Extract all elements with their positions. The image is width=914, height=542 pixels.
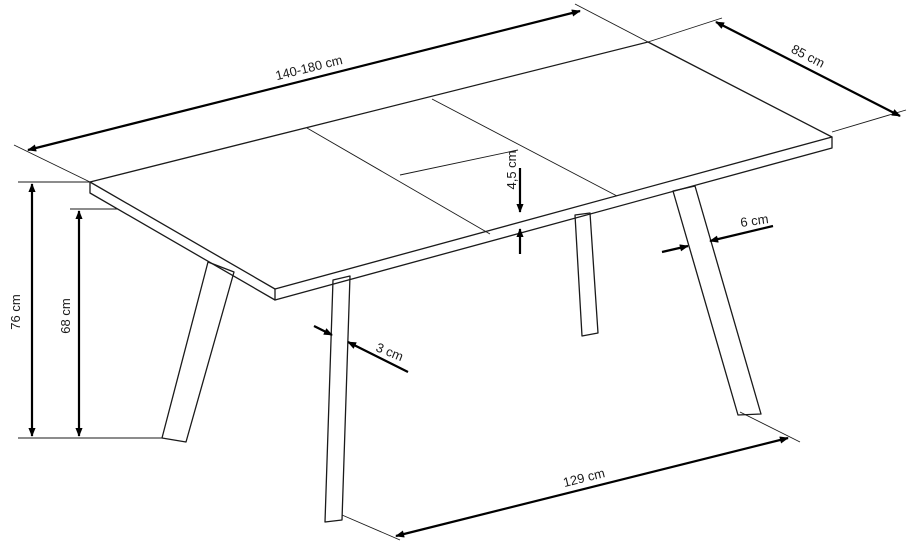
- thickness-dimension: 4,5 cm: [504, 150, 524, 254]
- back-left-leg: [574, 212, 599, 337]
- back-leg-width-dimension: 6 cm: [661, 211, 774, 254]
- length-dimension: 140-180 cm: [13, 3, 649, 183]
- table-top: [89, 41, 833, 301]
- front-leg-width-label: 3 cm: [374, 340, 406, 364]
- front-left-leg: [161, 261, 235, 443]
- depth-label: 85 cm: [789, 41, 827, 70]
- total-height-label: 76 cm: [8, 294, 23, 329]
- under-height-dimension: 68 cm: [58, 208, 118, 437]
- leg-span-label: 129 cm: [561, 465, 606, 490]
- thickness-label: 4,5 cm: [504, 150, 519, 189]
- back-right-leg: [672, 185, 762, 416]
- leg-span-dimension: 129 cm: [341, 411, 801, 541]
- under-height-label: 68 cm: [58, 298, 73, 333]
- total-height-dimension: 76 cm: [8, 181, 162, 439]
- depth-dimension: 85 cm: [647, 17, 907, 133]
- back-leg-width-label: 6 cm: [739, 211, 769, 230]
- front-leg-width-dimension: 3 cm: [313, 325, 409, 373]
- front-right-leg: [324, 275, 351, 523]
